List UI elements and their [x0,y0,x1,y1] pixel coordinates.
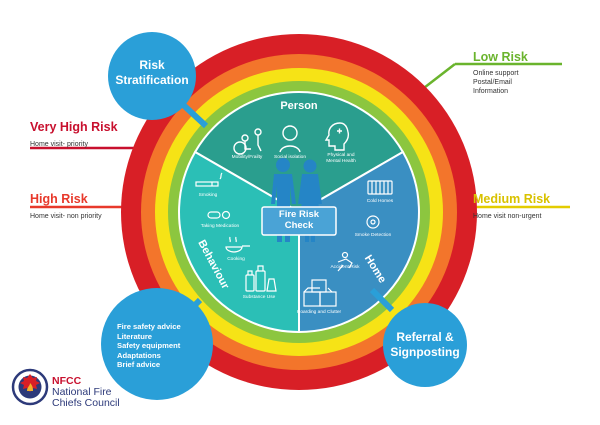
stratification-callout-circle [108,32,196,120]
low-risk-desc: Online support Postal/Email Information [473,69,519,96]
referral-callout: Referral & Signposting [383,330,467,360]
very-high-risk-desc: Home visit- priority [30,141,88,148]
person-head-icon [279,125,301,153]
very-high-risk-title: Very High Risk [30,120,118,134]
bottles-icon [245,265,277,292]
medium-risk-desc: Home visit non-urgent [473,213,542,220]
advice-item: Literature [117,331,153,341]
advice-item: Safety equipment [117,341,181,351]
item-accident-label: Accident Risk [330,265,360,270]
pan-icon [225,236,250,253]
high-risk-title: High Risk [30,192,88,206]
advice-item: Brief advice [117,360,161,370]
item-cold-homes-label: Cold Homes [366,199,394,204]
item-smoke-label: Smoke Detection [354,233,392,238]
low-risk-title: Low Risk [473,50,528,64]
low-risk-desc-line: Postal/Email [473,79,512,86]
head-health-icon [324,122,350,151]
referral-line: Signposting [390,345,460,359]
segment-person [193,91,405,214]
segment-behaviour [178,150,300,334]
item-medication-label: Taking Medication [200,224,240,229]
brand-line: National Fire [52,386,112,398]
item-social-label: Social isolation [274,155,306,160]
segment-home [298,150,420,334]
advice-callout: Fire safety advice Literature Safety equ… [117,322,207,370]
pill-icon [207,210,231,220]
center-label-line: Fire Risk [278,209,320,220]
center-label-line: Check [284,220,314,231]
high-risk-desc: Home visit- non priority [30,213,102,220]
item-smoking-label: Smoking [198,193,218,198]
smoke-alarm-icon [366,215,380,229]
fire-risk-check-box [261,206,337,236]
advice-callout-circle [101,288,213,400]
brand-abbr: NFCC [52,375,82,387]
brand-line: Chiefs Council [52,397,120,409]
fall-icon [337,251,353,272]
nfcc-brand: NFCC National Fire Chiefs Council [52,376,120,409]
stratification-callout: Risk Stratification [108,58,196,88]
referral-callout-circle [383,303,467,387]
advice-item: Fire safety advice [117,322,181,331]
stratification-line: Risk [139,58,165,72]
radiator-icon [367,180,393,195]
item-cooking-label: Cooking [227,257,245,262]
item-substance-label: Substance Use [242,295,276,300]
medium-risk-title: Medium Risk [473,192,551,206]
wheelchair-icon [233,128,262,155]
stratification-line: Stratification [115,73,189,87]
item-mobility-label: Mobility/Frailty [231,155,263,160]
advice-item: Adaptations [117,350,161,360]
cigarette-icon [195,172,223,187]
boxes-icon [303,279,337,307]
nfcc-logo-icon [11,368,49,406]
item-hoarding-label: Hoarding and Clutter [296,310,342,315]
low-risk-desc-line: Information [473,88,509,95]
low-risk-desc-line: Online support [473,70,519,77]
referral-line: Referral & [396,330,454,344]
item-health-label: Physical and Mental Health [326,153,356,164]
fire-risk-check-label: Fire Risk Check [262,209,336,231]
segment-person-title: Person [280,100,318,112]
